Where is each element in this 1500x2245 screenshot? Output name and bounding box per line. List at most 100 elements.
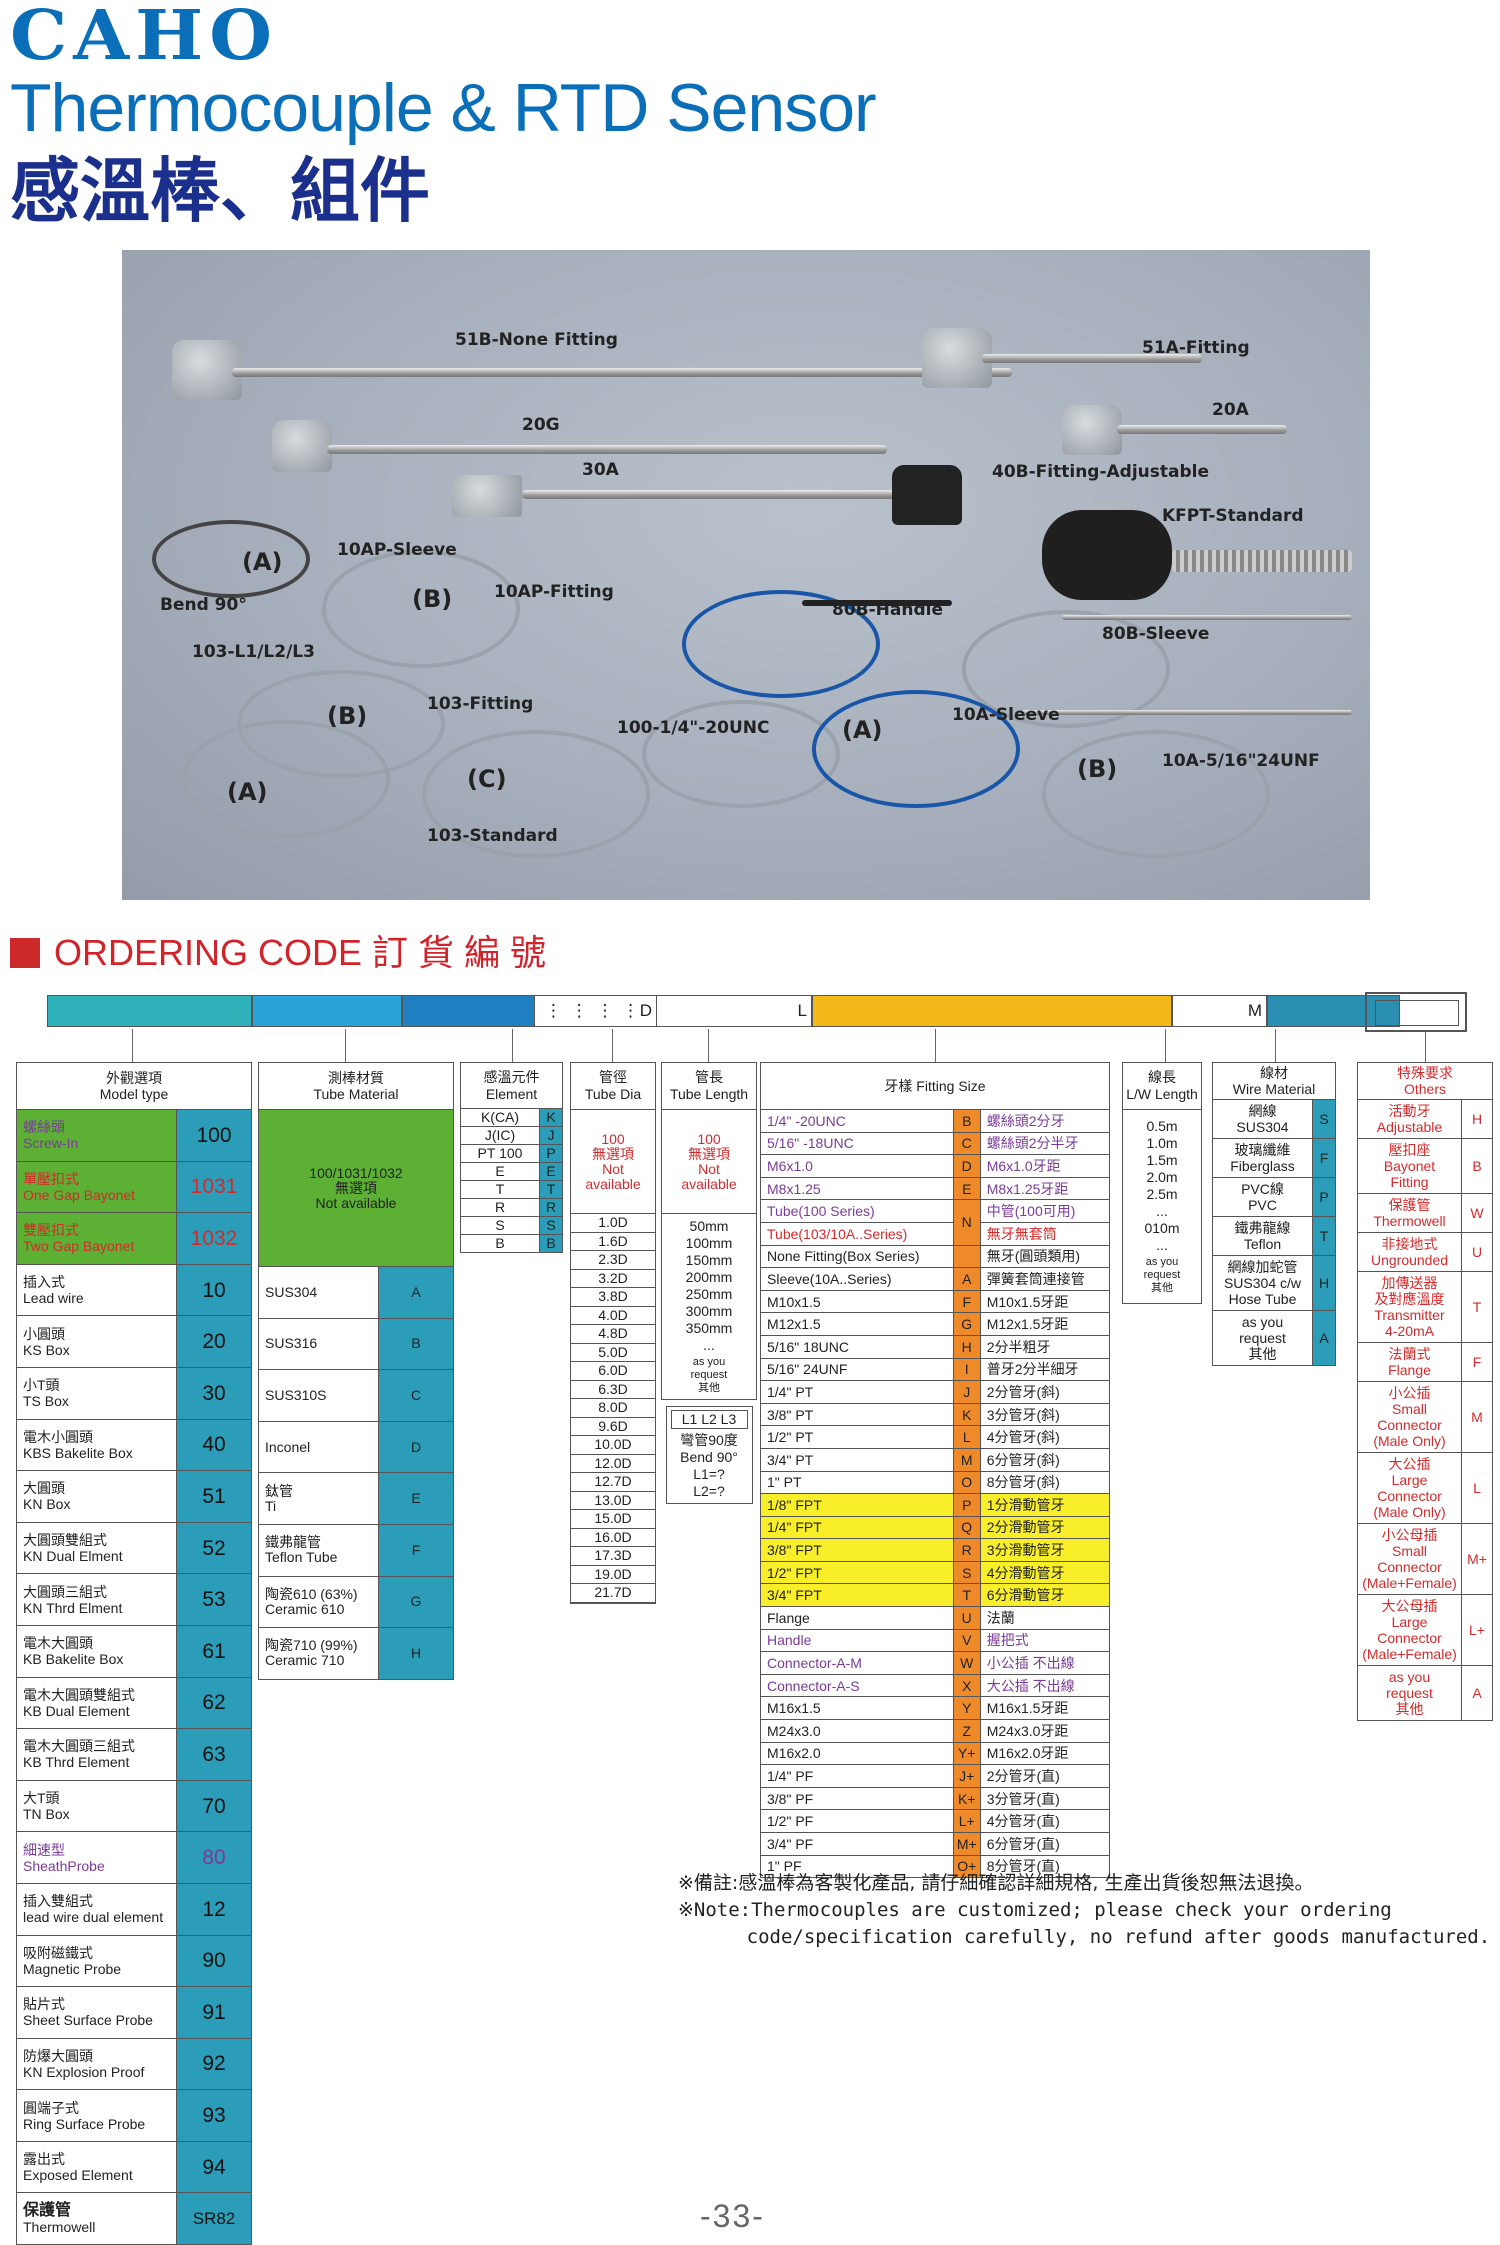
fitting-code: L <box>952 1425 981 1449</box>
wire-material-line: as you <box>1241 1314 1284 1330</box>
others-line: as you <box>1388 1669 1431 1685</box>
photo-label-a1: (A) <box>242 548 283 576</box>
fitting-name-zh: 普牙2分半細牙 <box>979 1357 1111 1382</box>
wire-material-line: PVC <box>1248 1197 1277 1213</box>
model-name-zh: 插入雙組式 <box>23 1893 93 1910</box>
model-name-en: KBS Bakelite Box <box>23 1444 133 1461</box>
tube-dia-value: 12.7D <box>571 1473 655 1492</box>
element-code: J <box>539 1126 563 1145</box>
tube-code: B <box>378 1317 454 1371</box>
tube-length-value: 350mm <box>685 1320 733 1336</box>
fitting-name-zh: 6分管牙(斜) <box>979 1447 1111 1472</box>
fitting-name-en: 3/4" PT <box>760 1447 954 1472</box>
others-line: (Male+Female) <box>1362 1646 1457 1662</box>
fitting-code: O <box>952 1470 981 1495</box>
photo-label-40b: 40B-Fitting-Adjustable <box>992 462 1210 482</box>
tube-length-value: 100mm <box>685 1235 733 1251</box>
model-name-en: Lead wire <box>23 1290 84 1307</box>
others-line: 小公插 <box>1388 1385 1431 1401</box>
fitting-name-zh: 無牙(圓頭類用) <box>979 1244 1111 1269</box>
wire-material-code: A <box>1312 1310 1336 1366</box>
probe-head-30a <box>452 475 522 517</box>
element-code: B <box>539 1234 563 1253</box>
code-seg-others <box>1365 992 1467 1032</box>
model-name-zh: 大T頭 <box>23 1790 60 1807</box>
fitting-name-en: Tube(100 Series) <box>760 1199 954 1223</box>
ordering-code-title: ORDERING CODE 訂 貨 編 號 <box>54 932 547 973</box>
wire-material-line: 玻璃纖維 <box>1234 1142 1291 1158</box>
fitting-name-zh: 1分滑動管牙 <box>979 1493 1111 1517</box>
fitting-name-en: 1/2" PF <box>760 1809 954 1833</box>
fitting-name-en: 1/2" FPT <box>760 1560 954 1585</box>
others-line: Bayonet <box>1383 1158 1436 1174</box>
others-line: 壓扣座 <box>1388 1142 1431 1158</box>
wire-material-line: 其他 <box>1248 1346 1277 1362</box>
wire-material-line: SUS304 <box>1236 1119 1289 1135</box>
ordering-code-bar: ⋮ ⋮ ⋮ ⋮ D L M <box>47 995 1400 1029</box>
tube-name-line1: SUS310S <box>265 1386 327 1403</box>
element-name: K(CA) <box>460 1108 540 1127</box>
others-code: H <box>1461 1099 1493 1139</box>
fitting-code: T <box>952 1583 981 1608</box>
fitting-code: I <box>952 1357 981 1382</box>
probe-rod-51a <box>982 354 1202 363</box>
model-code: SR82 <box>176 2192 252 2245</box>
model-name-en: TN Box <box>23 1806 70 1823</box>
tube-dia-value: 19.0D <box>571 1566 655 1584</box>
probe-rod-80b <box>1062 615 1352 620</box>
tube-name: SUS310S <box>258 1369 379 1422</box>
fitting-name-en: 1/4" PF <box>760 1764 954 1788</box>
photo-label-51b: 51B-None Fitting <box>455 330 618 350</box>
photo-label-51a: 51A-Fitting <box>1142 338 1250 358</box>
others-code: F <box>1461 1342 1493 1382</box>
fitting-code: B <box>952 1109 981 1133</box>
fitting-name-en: 1/4" PT <box>760 1380 954 1404</box>
model-name-zh: 大圓頭 <box>23 1480 65 1497</box>
model-name-en: KS Box <box>23 1341 70 1358</box>
fitting-name-en: 5/16" 24UNF <box>760 1357 954 1382</box>
photo-label-103-l: 103-L1/L2/L3 <box>192 642 315 662</box>
connector-line <box>132 1029 133 1062</box>
others-line: 其他 <box>1395 1701 1424 1717</box>
photo-label-c1: (C) <box>467 765 507 793</box>
fitting-name-en: M6x1.0 <box>760 1154 954 1178</box>
others-code: L+ <box>1461 1594 1493 1666</box>
fitting-name-zh: M12x1.5牙距 <box>979 1312 1111 1336</box>
photo-label-kfpt: KFPT-Standard <box>1162 506 1304 526</box>
others-code: T <box>1461 1271 1493 1343</box>
fitting-code: M <box>952 1447 981 1472</box>
model-name-zh: 插入式 <box>23 1274 65 1291</box>
fitting-code: J+ <box>952 1764 981 1788</box>
model-code: 80 <box>176 1831 252 1884</box>
cable-coil-103-b <box>237 670 445 778</box>
fitting-name-en: Connector-A-S <box>760 1673 954 1698</box>
fitting-name-zh: 6分滑動管牙 <box>979 1583 1111 1608</box>
cable-coil-80b <box>682 590 880 698</box>
cable-coil-80b-sleeve <box>962 610 1170 728</box>
